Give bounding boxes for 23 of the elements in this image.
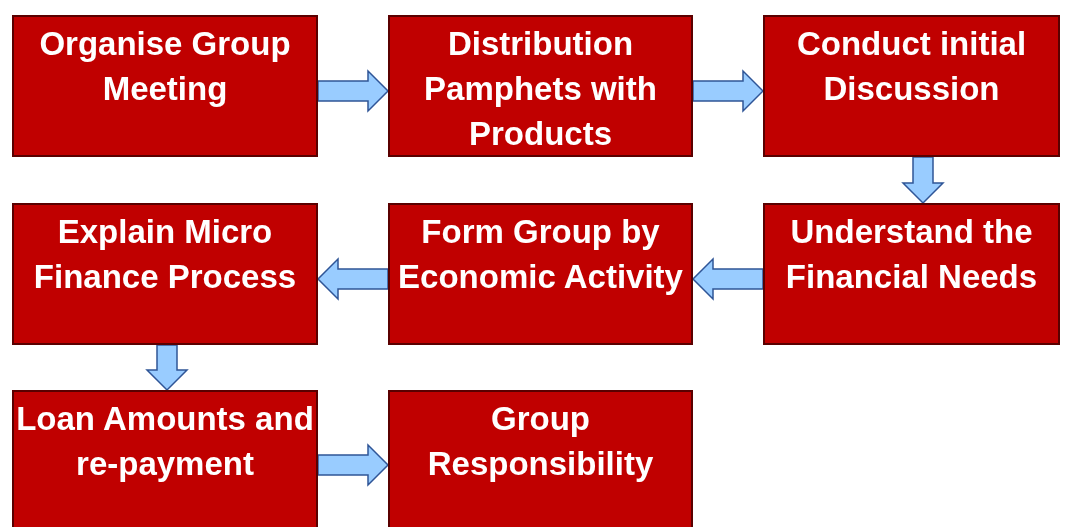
block-arrow (317, 443, 390, 487)
step-label: Form Group by Economic Activity (397, 212, 684, 297)
step-label: Group Responsibility (426, 399, 655, 484)
process-box (12, 203, 318, 345)
step-label: Conduct initial Discussion (795, 24, 1028, 109)
block-arrow (316, 257, 389, 301)
step-label: Distribution Pamphets with Products (423, 24, 658, 154)
step-label: Explain Micro Finance Process (32, 212, 298, 297)
process-box (388, 15, 693, 157)
block-arrow (692, 69, 765, 113)
block-arrow (901, 156, 945, 205)
process-box (763, 15, 1060, 157)
process-box (12, 390, 318, 527)
process-box (388, 203, 693, 345)
step-label: Loan Amounts and re-payment (15, 399, 315, 484)
block-arrow (317, 69, 390, 113)
block-arrow (691, 257, 764, 301)
block-arrow (145, 344, 189, 392)
step-label: Understand the Financial Needs (784, 212, 1039, 297)
process-box (763, 203, 1060, 345)
process-box (12, 15, 318, 157)
process-box (388, 390, 693, 527)
step-label: Organise Group Meeting (38, 24, 292, 109)
